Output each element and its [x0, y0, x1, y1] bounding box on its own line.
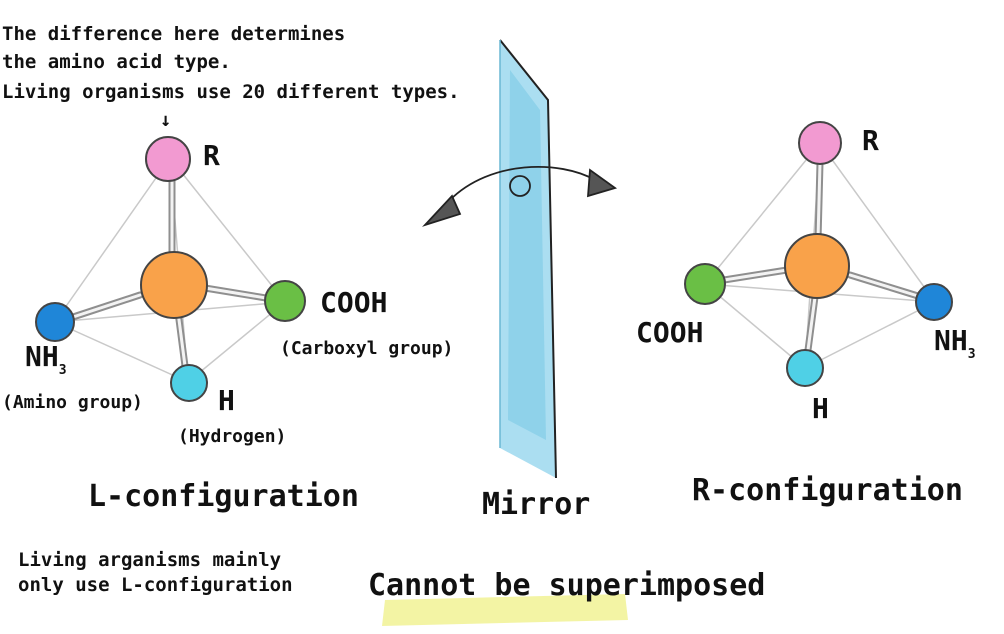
right-amino-atom [915, 283, 953, 321]
right-r-group-atom [798, 121, 842, 165]
rotation-arrowhead-right [587, 168, 618, 198]
footer-note-line-1: Living arganisms mainly [18, 549, 281, 571]
left-carboxyl-atom [264, 280, 306, 322]
annotation-arrow: ↓ [160, 109, 171, 131]
annotation-line-1: The difference here determines [2, 23, 345, 45]
left-r-group-atom [145, 136, 191, 182]
left-bonds-inner [68, 178, 268, 368]
left-cooh-label: COOH [320, 286, 387, 319]
left-h-label: H [218, 384, 235, 417]
left-nh-label: NH3 [25, 340, 67, 378]
rotation-arrow [422, 166, 618, 227]
right-center-carbon-atom [784, 233, 850, 299]
right-h-label: H [812, 392, 829, 425]
left-r-label: R [203, 139, 220, 172]
right-config-label: R-configuration [692, 473, 963, 508]
right-cooh-label: COOH [636, 316, 703, 349]
left-h-note: (Hydrogen) [178, 426, 286, 447]
right-bonds-inner [722, 161, 920, 352]
left-hydrogen-atom [170, 364, 208, 402]
mirror-edge [499, 39, 557, 479]
left-molecule: R COOH (Carboxyl group) NH3 (Amino group… [2, 136, 453, 514]
right-hydrogen-atom [786, 349, 824, 387]
right-r-label: R [862, 124, 879, 157]
annotation-line-3: Living organisms use 20 different types. [2, 81, 460, 103]
left-amino-atom [35, 302, 75, 342]
highlight-marker [382, 594, 628, 626]
footer-note-line-2: only use L-configuration [18, 574, 293, 596]
annotation-line-2: the amino acid type. [2, 51, 231, 73]
right-carboxyl-atom [684, 263, 726, 305]
cannot-superimpose-label: Cannot be superimposed [368, 568, 765, 603]
right-molecule: R COOH NH3 H R-configuration [636, 121, 976, 508]
left-cooh-note: (Carboxyl group) [280, 338, 453, 359]
left-nh-note: (Amino group) [2, 392, 143, 413]
mirror: Mirror [482, 39, 590, 522]
mirror-pane [500, 40, 556, 478]
left-config-label: L-configuration [88, 479, 359, 514]
right-nh-label: NH3 [934, 324, 976, 362]
left-center-carbon-atom [140, 251, 208, 319]
mirror-label: Mirror [482, 487, 590, 522]
rotation-arrowhead-left [422, 194, 462, 227]
